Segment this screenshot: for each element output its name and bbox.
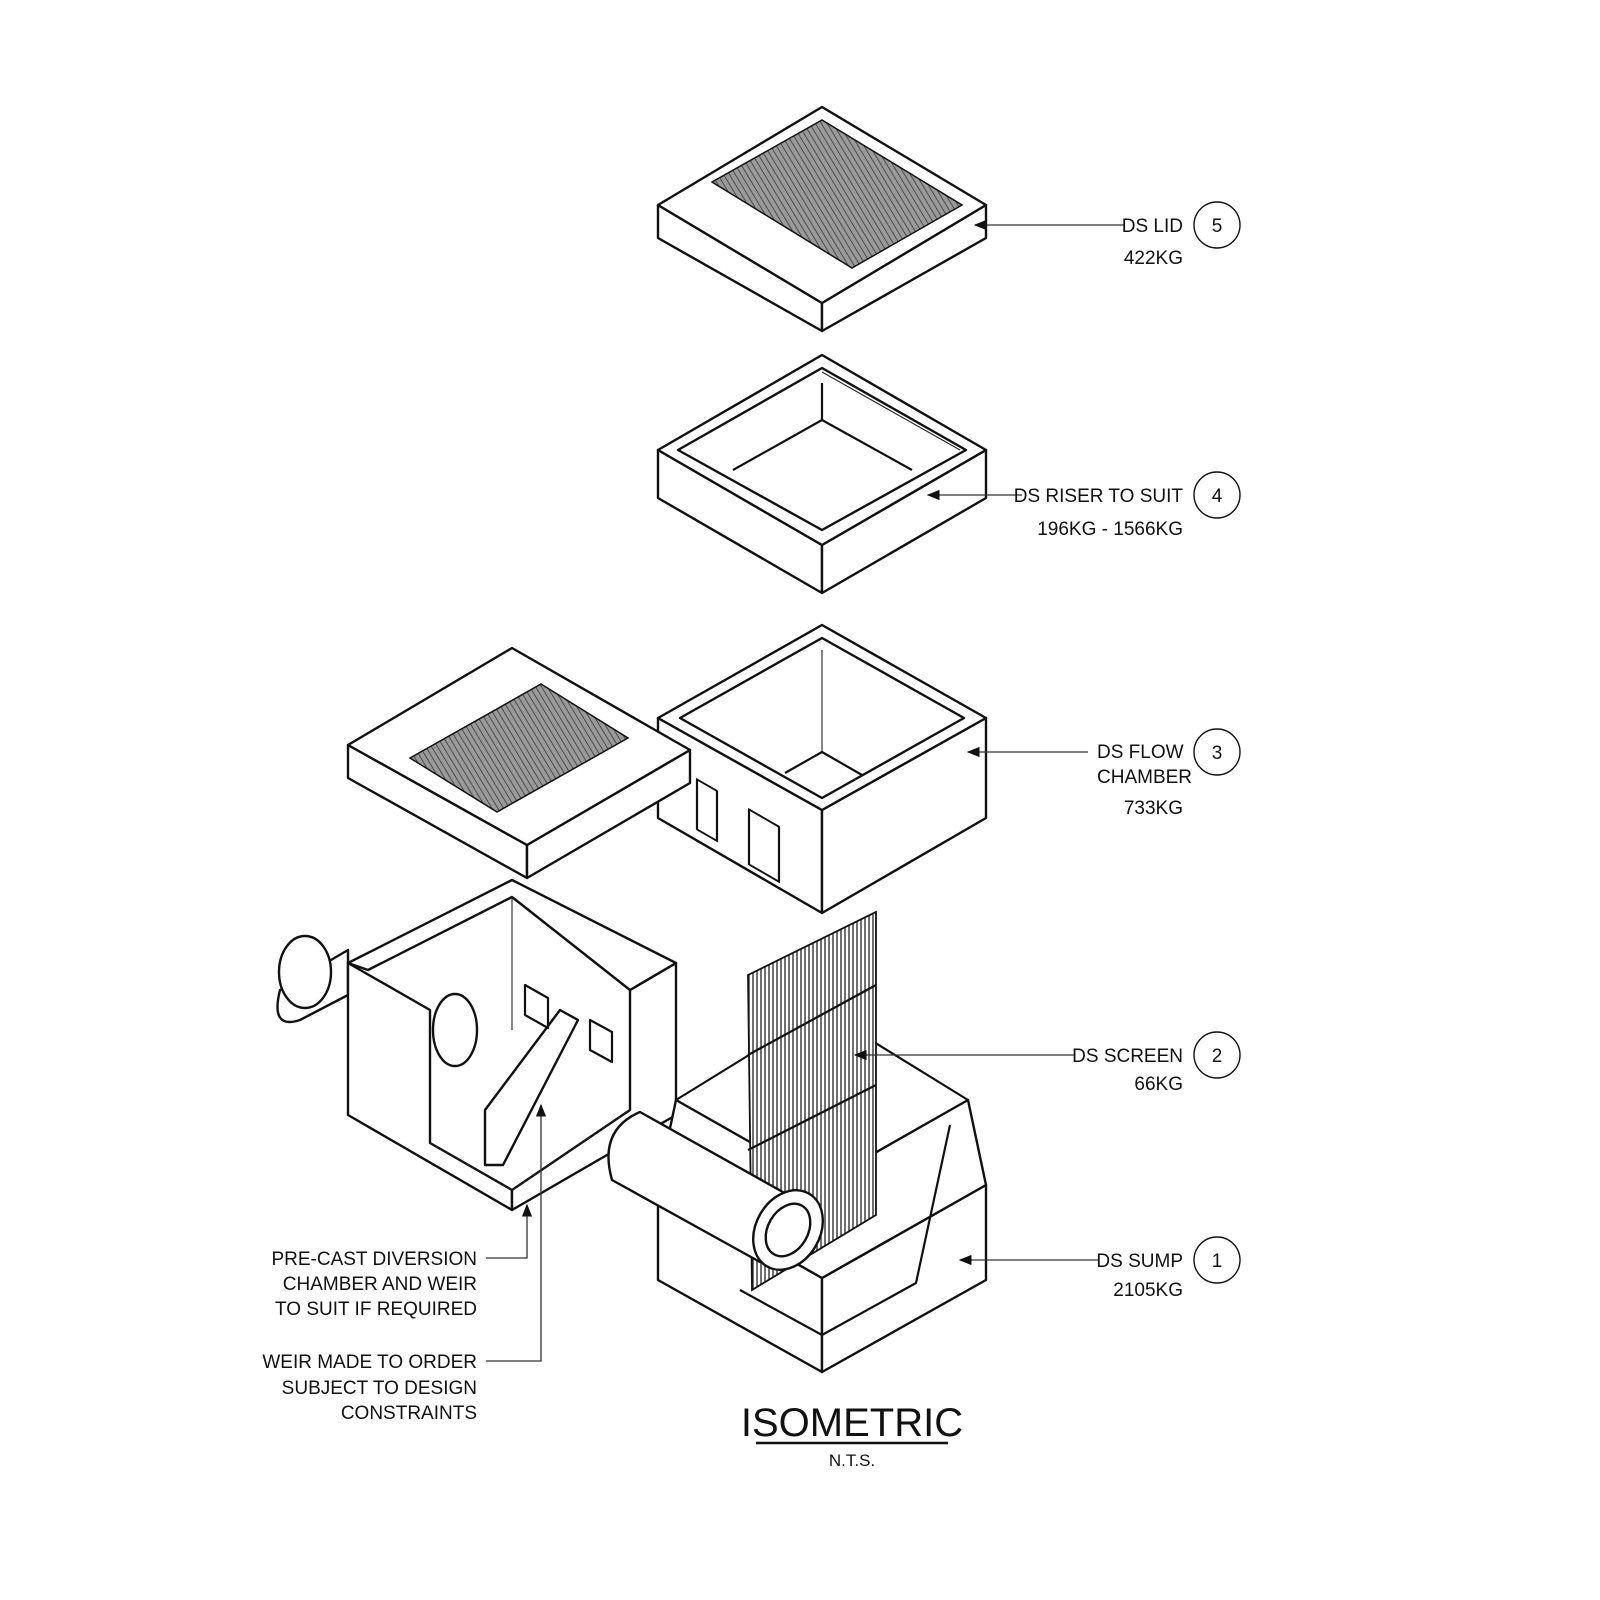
diversion-lid-drawing (346, 646, 692, 880)
component-name: DS RISER TO SUIT (1014, 486, 1184, 507)
note-line: SUBJECT TO DESIGN (282, 1378, 477, 1399)
callout-3: DS FLOW CHAMBER 733KG 3 (1097, 728, 1241, 819)
item-number-circle (1193, 1031, 1241, 1079)
item-number: 1 (1212, 1251, 1223, 1272)
drawing-title: ISOMETRIC (741, 1401, 963, 1445)
item-number: 4 (1212, 486, 1223, 507)
component-name: DS FLOW (1097, 742, 1184, 763)
note-line: PRE-CAST DIVERSION (271, 1249, 477, 1270)
component-weight: 66KG (1134, 1074, 1183, 1095)
component-name: DS LID (1122, 216, 1183, 237)
item-number-circle (1193, 201, 1241, 249)
diversion-chamber-drawing (276, 878, 678, 1212)
ds-lid-drawing (656, 105, 988, 333)
ds-flow-chamber-drawing (656, 623, 988, 915)
component-name: DS SUMP (1096, 1251, 1183, 1272)
ds-riser-drawing (656, 353, 988, 595)
leader-lines (486, 219, 1125, 1362)
grating-icon (408, 683, 630, 813)
item-number-circle (1193, 471, 1241, 519)
item-number: 3 (1212, 743, 1223, 764)
callout-1: DS SUMP 2105KG 1 (1096, 1236, 1241, 1301)
callout-4: DS RISER TO SUIT 196KG - 1566KG 4 (1014, 471, 1241, 540)
callout-2: DS SCREEN 66KG 2 (1072, 1031, 1241, 1095)
component-weight: 422KG (1124, 248, 1183, 269)
outlet-pipe-drawing (607, 1110, 824, 1271)
callout-5: DS LID 422KG 5 (1122, 201, 1241, 269)
item-number-circle (1193, 1236, 1241, 1284)
drawing-scale: N.T.S. (829, 1451, 875, 1470)
note-line: TO SUIT IF REQUIRED (275, 1299, 477, 1320)
note-line: WEIR MADE TO ORDER (262, 1352, 477, 1373)
grating-icon (710, 119, 964, 269)
component-name: DS SCREEN (1072, 1046, 1183, 1067)
note-line: CHAMBER AND WEIR (283, 1274, 477, 1295)
component-weight: 2105KG (1113, 1280, 1183, 1301)
item-number: 2 (1212, 1046, 1223, 1067)
item-number-circle (1193, 728, 1241, 776)
diversion-note: PRE-CAST DIVERSION CHAMBER AND WEIR TO S… (271, 1249, 477, 1320)
note-line: CONSTRAINTS (341, 1403, 477, 1424)
item-number: 5 (1212, 216, 1223, 237)
component-name: CHAMBER (1097, 767, 1192, 788)
weir-note: WEIR MADE TO ORDER SUBJECT TO DESIGN CON… (262, 1352, 477, 1424)
component-weight: 196KG - 1566KG (1037, 519, 1183, 540)
component-weight: 733KG (1124, 798, 1183, 819)
